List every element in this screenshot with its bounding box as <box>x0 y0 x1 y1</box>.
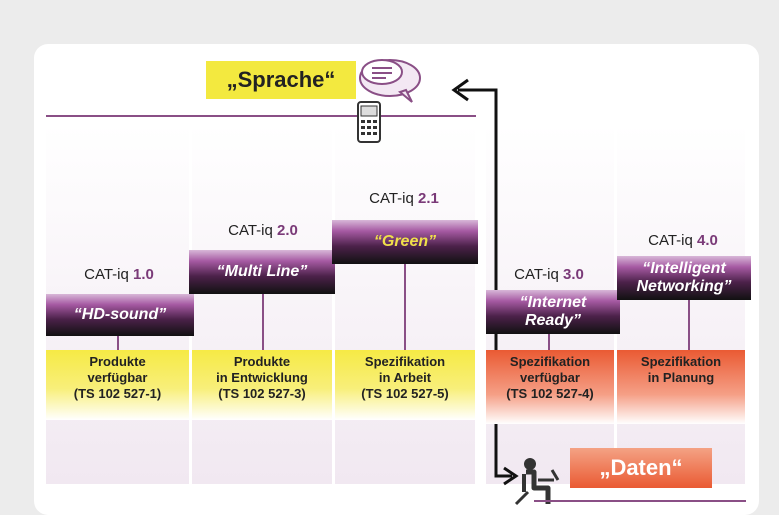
sprache-line <box>46 115 476 117</box>
stage-2-stem <box>262 294 264 350</box>
stage-1-stem <box>117 336 119 352</box>
column-shade-5 <box>617 124 745 484</box>
double-arrow-icon <box>451 78 519 486</box>
stage-3-version: CAT-iq 2.1 <box>369 190 439 207</box>
daten-label: „Daten“ <box>570 448 712 488</box>
stage-3-stem <box>404 264 406 350</box>
stage-1-tagline: “HD-sound” <box>46 294 194 336</box>
person-laptop-icon <box>514 458 560 506</box>
stage-4-version: CAT-iq 3.0 <box>514 266 584 283</box>
stage-2-version: CAT-iq 2.0 <box>228 222 298 239</box>
stage-1-version: CAT-iq 1.0 <box>84 266 154 283</box>
daten-line <box>534 500 746 502</box>
phone-chat-icon <box>357 59 421 143</box>
stage-5-stem <box>688 300 690 350</box>
stage-5-version: CAT-iq 4.0 <box>648 232 718 249</box>
sprache-label: „Sprache“ <box>206 61 356 99</box>
stage-2-tagline: “Multi Line” <box>189 250 335 294</box>
diagram-card: „Sprache“ CAT-iq 1.0 “HD-sound” Produkte… <box>34 44 759 515</box>
stage-4-stem <box>548 334 550 350</box>
stage-3-tagline: “Green” <box>332 220 478 264</box>
